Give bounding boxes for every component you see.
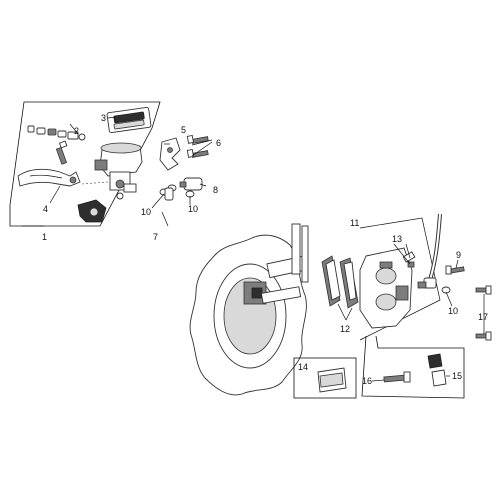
lever-clamp <box>77 199 107 223</box>
callout-17: 17 <box>478 312 488 322</box>
callout-11: 11 <box>350 218 359 228</box>
mounting-bracket <box>159 137 181 171</box>
callout-4: 4 <box>43 204 48 214</box>
brake-caliper <box>359 247 413 329</box>
bracket-screws <box>186 135 209 158</box>
callout-7: 7 <box>153 232 158 242</box>
callout-9: 9 <box>456 250 461 260</box>
callout-5: 5 <box>181 125 186 135</box>
callout-6: 6 <box>216 138 221 148</box>
master-cylinder-group <box>9 101 161 227</box>
callout-8: 8 <box>213 185 218 195</box>
pivot-screw <box>55 140 68 165</box>
group-15-16-box <box>361 335 465 399</box>
callout-14: 14 <box>298 362 308 372</box>
brake-lever <box>17 168 81 187</box>
caliper-mount-screws <box>475 285 492 341</box>
upper-brake-hose <box>164 187 175 277</box>
reservoir-cap-kit <box>106 106 152 134</box>
callout-12: 12 <box>340 324 350 334</box>
group-1-frame <box>9 101 161 227</box>
callout-15: 15 <box>452 371 462 381</box>
group-14-box <box>293 357 357 399</box>
callout-10-right: 10 <box>188 204 198 214</box>
callout-10-caliper: 10 <box>448 306 458 316</box>
callout-3: 3 <box>101 113 106 123</box>
seal-kit-part <box>27 125 86 141</box>
callout-2: 2 <box>74 126 79 136</box>
brake-pads <box>321 255 359 309</box>
callout-13: 13 <box>392 234 402 244</box>
callout-16: 16 <box>362 376 372 386</box>
master-cylinder-body <box>94 142 143 200</box>
callout-1: 1 <box>42 232 47 242</box>
callout-numbers: 1 2 3 4 5 6 7 8 9 10 10 10 11 12 13 14 1… <box>42 113 488 386</box>
leader-lines <box>22 116 485 382</box>
caliper-screw <box>441 265 465 294</box>
callout-10-left: 10 <box>141 207 151 217</box>
brake-disc <box>189 223 309 396</box>
lower-brake-hose <box>417 213 442 289</box>
